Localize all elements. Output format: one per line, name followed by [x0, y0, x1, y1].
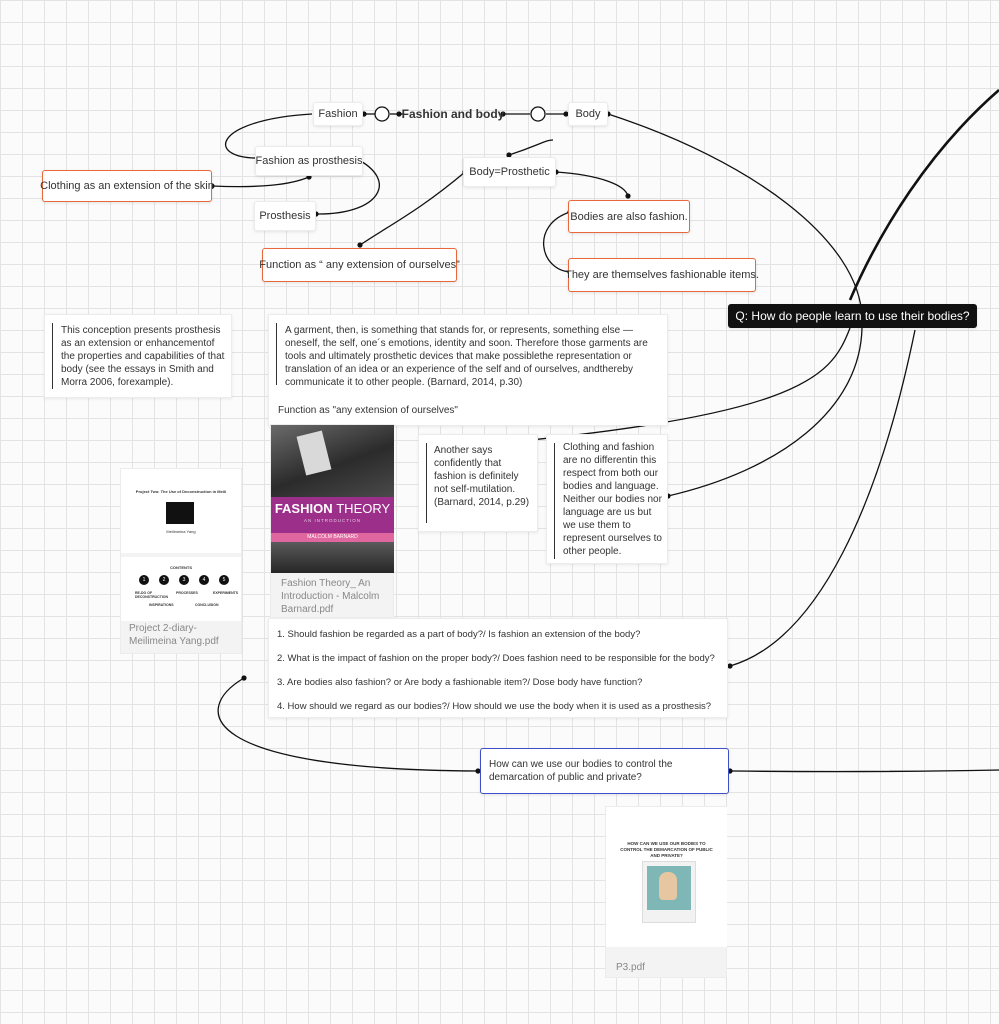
- book-subtitle: AN INTRODUCTION: [304, 518, 361, 523]
- note-another-says[interactable]: Another says confidently that fashion is…: [418, 434, 538, 532]
- link-question-clothing: [667, 327, 863, 497]
- node-prosthesis[interactable]: Prosthesis: [254, 201, 316, 231]
- link-bodies-fashion: [555, 171, 629, 197]
- project2-label-3: EXPERIMENTS: [213, 591, 239, 595]
- note-conception[interactable]: This conception presents prosthesis as a…: [44, 314, 232, 398]
- project2-page-1: Project Two: The Use of Deconstruction i…: [121, 469, 241, 553]
- file-project2[interactable]: Project Two: The Use of Deconstruction i…: [120, 468, 242, 654]
- node-prosthesis-label: Prosthesis: [259, 210, 311, 222]
- link-body-prosthetic: [508, 139, 554, 156]
- project2-step-1: 1: [139, 575, 149, 585]
- book-title-1: FASHION: [274, 501, 333, 516]
- p3-thumb-hand: [659, 872, 677, 900]
- node-fashionable-items[interactable]: They are themselves fashionable items.: [565, 258, 759, 292]
- p3-caption: P3.pdf: [616, 962, 645, 973]
- node-bodies-fashion-label: Bodies are also fashion.: [570, 210, 688, 223]
- project2-thumb-image: [166, 502, 194, 524]
- link-question-topright: [848, 89, 999, 301]
- link-clothing-skin: [211, 176, 310, 188]
- node-body-prosthetic[interactable]: Body=Prosthetic: [463, 157, 556, 187]
- project2-step-5: 5: [219, 575, 229, 585]
- note-garment-quote[interactable]: A garment, then, is something that stand…: [268, 314, 668, 426]
- book-author: MALCOLM BARNARD: [271, 533, 394, 542]
- book-cover: FASHION THEORY AN INTRODUCTION MALCOLM B…: [271, 425, 394, 573]
- node-function-extension[interactable]: Function as “ any extension of ourselves…: [259, 248, 460, 282]
- book-title-2: THEORY: [336, 501, 391, 516]
- link-demarcation-right: [729, 769, 999, 773]
- project2-thumb-sub: Meilimeina Yang: [166, 529, 196, 534]
- book-cover-band: FASHION THEORY AN INTRODUCTION: [271, 497, 394, 533]
- question-item-4: 4. How should we regard as our bodies?/ …: [277, 701, 712, 712]
- book-cover-photo: [271, 425, 394, 497]
- node-fashionable-items-label: They are themselves fashionable items.: [565, 269, 759, 281]
- node-bodies-fashion[interactable]: Bodies are also fashion.: [568, 200, 690, 233]
- project2-label-1: RE-DO OF DECONSTRUCTION: [135, 591, 169, 599]
- node-main-question-label: Q: How do people learn to use their bodi…: [735, 309, 970, 323]
- project2-label-4: INSPIRATIONS: [149, 603, 174, 607]
- note-clothing-language-text: Clothing and fashion are no differentin …: [563, 442, 662, 557]
- node-demarcation-question[interactable]: How can we use our bodies to control the…: [480, 748, 729, 794]
- file-p3[interactable]: HOW CAN WE USE OUR BODIES TO CONTROL THE…: [605, 806, 727, 978]
- book-cover-photo-bottom: [271, 542, 394, 573]
- project2-thumb-contents: CONTENTS: [170, 565, 192, 570]
- book-caption: Fashion Theory_ An Introduction - Malcol…: [281, 578, 380, 615]
- node-fashion-as-prosthesis-label: Fashion as prosthesis: [255, 155, 363, 167]
- note-garment-quote-text: A garment, then, is something that stand…: [285, 325, 648, 388]
- project2-label-2: PROCESSES: [176, 591, 198, 595]
- p3-thumb-polaroid: [642, 861, 696, 923]
- node-body[interactable]: Body: [568, 102, 608, 126]
- hub-left: [374, 106, 390, 122]
- node-fashion[interactable]: Fashion: [313, 102, 363, 126]
- project2-label-5: CONCLUSION: [195, 603, 219, 607]
- project2-step-2: 2: [159, 575, 169, 585]
- node-demarcation-question-label: How can we use our bodies to control the…: [489, 759, 673, 783]
- note-garment-function-text: Function as "any extension of ourselves": [278, 405, 458, 416]
- question-item-1: 1. Should fashion be regarded as a part …: [277, 629, 641, 640]
- note-clothing-language-bar: [554, 443, 555, 559]
- link-function-extension: [359, 171, 466, 246]
- note-another-says-bar: [426, 443, 427, 523]
- node-fashion-and-body-label: Fashion and body: [401, 107, 505, 121]
- node-main-question[interactable]: Q: How do people learn to use their bodi…: [728, 304, 977, 328]
- project2-caption: Project 2-diary-Meilimeina Yang.pdf: [129, 623, 219, 647]
- hub-right: [530, 106, 546, 122]
- note-clothing-language[interactable]: Clothing and fashion are no differentin …: [546, 434, 668, 564]
- note-another-says-text: Another says confidently that fashion is…: [434, 445, 530, 508]
- node-clothing-extension-label: Clothing as an extension of the skin: [40, 180, 214, 192]
- project2-thumb-title: Project Two: The Use of Deconstruction i…: [135, 489, 227, 494]
- node-fashion-as-prosthesis[interactable]: Fashion as prosthesis: [255, 146, 363, 176]
- p3-thumb-title: HOW CAN WE USE OUR BODIES TO CONTROL THE…: [620, 841, 713, 858]
- question-item-3: 3. Are bodies also fashion? or Are body …: [277, 677, 643, 688]
- node-function-extension-label: Function as “ any extension of ourselves…: [259, 259, 460, 271]
- project2-step-3: 3: [179, 575, 189, 585]
- node-body-prosthetic-label: Body=Prosthetic: [469, 166, 550, 178]
- node-clothing-extension[interactable]: Clothing as an extension of the skin: [40, 170, 214, 202]
- file-fashion-theory[interactable]: FASHION THEORY AN INTRODUCTION MALCOLM B…: [270, 424, 394, 618]
- project2-step-4: 4: [199, 575, 209, 585]
- note-garment-quote-bar: [276, 323, 277, 385]
- link-fashionable-items: [542, 211, 571, 273]
- question-item-2: 2. What is the impact of fashion on the …: [277, 653, 715, 664]
- questions-list[interactable]: 1. Should fashion be regarded as a part …: [268, 618, 728, 718]
- node-fashion-label: Fashion: [318, 108, 358, 120]
- p3-page: HOW CAN WE USE OUR BODIES TO CONTROL THE…: [606, 807, 727, 947]
- note-conception-text: This conception presents prosthesis as a…: [61, 325, 225, 388]
- note-conception-bar: [52, 323, 53, 389]
- node-fashion-and-body[interactable]: Fashion and body: [401, 102, 505, 126]
- node-body-label: Body: [575, 108, 601, 120]
- project2-page-2: CONTENTS 1 2 3 4 5 RE-DO OF DECONSTRUCTI…: [121, 557, 241, 621]
- link-question-list: [729, 329, 916, 667]
